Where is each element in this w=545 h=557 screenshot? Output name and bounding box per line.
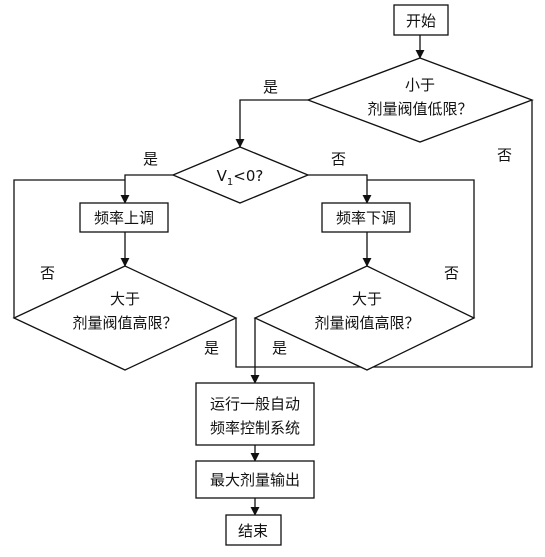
decision-below-low-line2: 剂量阀值低限？ xyxy=(367,100,472,118)
decision-v1-label: V1<0? xyxy=(217,167,264,188)
arrow-v1-no xyxy=(308,174,372,204)
auto-freq-line2: 频率控制系统 xyxy=(210,419,300,437)
v1-var: V xyxy=(217,167,228,185)
v1-subscript: 1 xyxy=(227,177,233,188)
right-check-line1: 大于 xyxy=(352,290,382,308)
edge-label-v1-no: 否 xyxy=(331,150,346,168)
edge-label-low-yes: 是 xyxy=(263,78,278,96)
edge-label-right-no: 否 xyxy=(444,264,459,282)
left-check-line2: 剂量阀值高限？ xyxy=(72,314,177,332)
edge-labels: 是 否 是 否 否 是 否 是 xyxy=(40,78,512,357)
freq-down-label: 频率下调 xyxy=(336,209,396,227)
connectors xyxy=(13,35,533,516)
loop-right-no xyxy=(367,179,475,318)
line-low-no xyxy=(255,100,533,368)
v1-condition: <0? xyxy=(233,167,263,185)
right-check-line2: 剂量阀值高限？ xyxy=(314,314,419,332)
left-check-line1: 大于 xyxy=(110,290,140,308)
decision-below-low-line1: 小于 xyxy=(405,76,435,94)
start-node: 开始 xyxy=(393,4,449,36)
process-freq-up: 频率上调 xyxy=(79,202,169,233)
start-label: 开始 xyxy=(406,12,436,30)
decision-below-low-limit: 小于 剂量阀值低限？ xyxy=(306,57,534,143)
edge-label-right-yes: 是 xyxy=(272,339,287,357)
process-freq-down: 频率下调 xyxy=(321,202,411,233)
edge-label-low-no: 否 xyxy=(497,146,512,164)
edge-label-v1-yes: 是 xyxy=(143,150,158,168)
end-label: 结束 xyxy=(238,522,268,540)
loop-left-no xyxy=(13,179,125,318)
edge-label-left-no: 否 xyxy=(40,264,55,282)
decision-above-high-left: 大于 剂量阀值高限？ xyxy=(12,265,238,371)
freq-up-label: 频率上调 xyxy=(94,209,154,227)
arrow-v1-yes xyxy=(120,174,173,204)
process-auto-frequency: 运行一般自动 频率控制系统 xyxy=(195,382,315,446)
decision-v1: V1<0? xyxy=(171,146,310,204)
max-output-label: 最大剂量输出 xyxy=(210,471,300,489)
decision-above-high-right: 大于 剂量阀值高限？ xyxy=(253,265,476,371)
auto-freq-line1: 运行一般自动 xyxy=(210,395,300,413)
arrow-low-yes xyxy=(235,99,308,148)
end-node: 结束 xyxy=(225,514,282,546)
line-left-yes xyxy=(235,318,255,368)
process-max-output: 最大剂量输出 xyxy=(195,460,315,499)
edge-label-left-yes: 是 xyxy=(204,339,219,357)
